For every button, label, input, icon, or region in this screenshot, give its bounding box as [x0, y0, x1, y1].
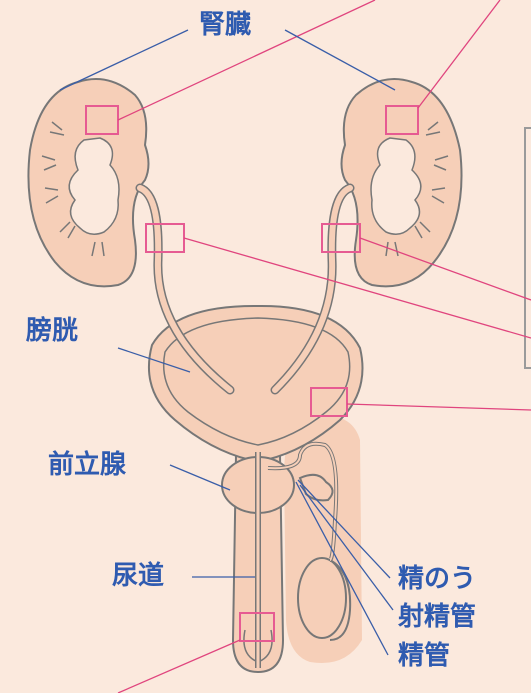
label-vas-deferens: 精管: [398, 643, 450, 669]
left-renal-pelvis: [69, 138, 119, 234]
label-seminal-vesicle: 精のう: [398, 566, 476, 592]
side-panel-edge: [525, 128, 531, 368]
marker-left-ureter: [146, 224, 184, 252]
label-bladder: 膀胱: [26, 318, 78, 344]
testis: [298, 558, 346, 638]
label-urethra: 尿道: [112, 563, 164, 589]
right-renal-pelvis: [371, 138, 421, 234]
label-prostate: 前立腺: [48, 452, 126, 478]
label-ejaculatory-duct: 射精管: [398, 604, 476, 630]
label-kidney: 腎臓: [199, 12, 251, 38]
